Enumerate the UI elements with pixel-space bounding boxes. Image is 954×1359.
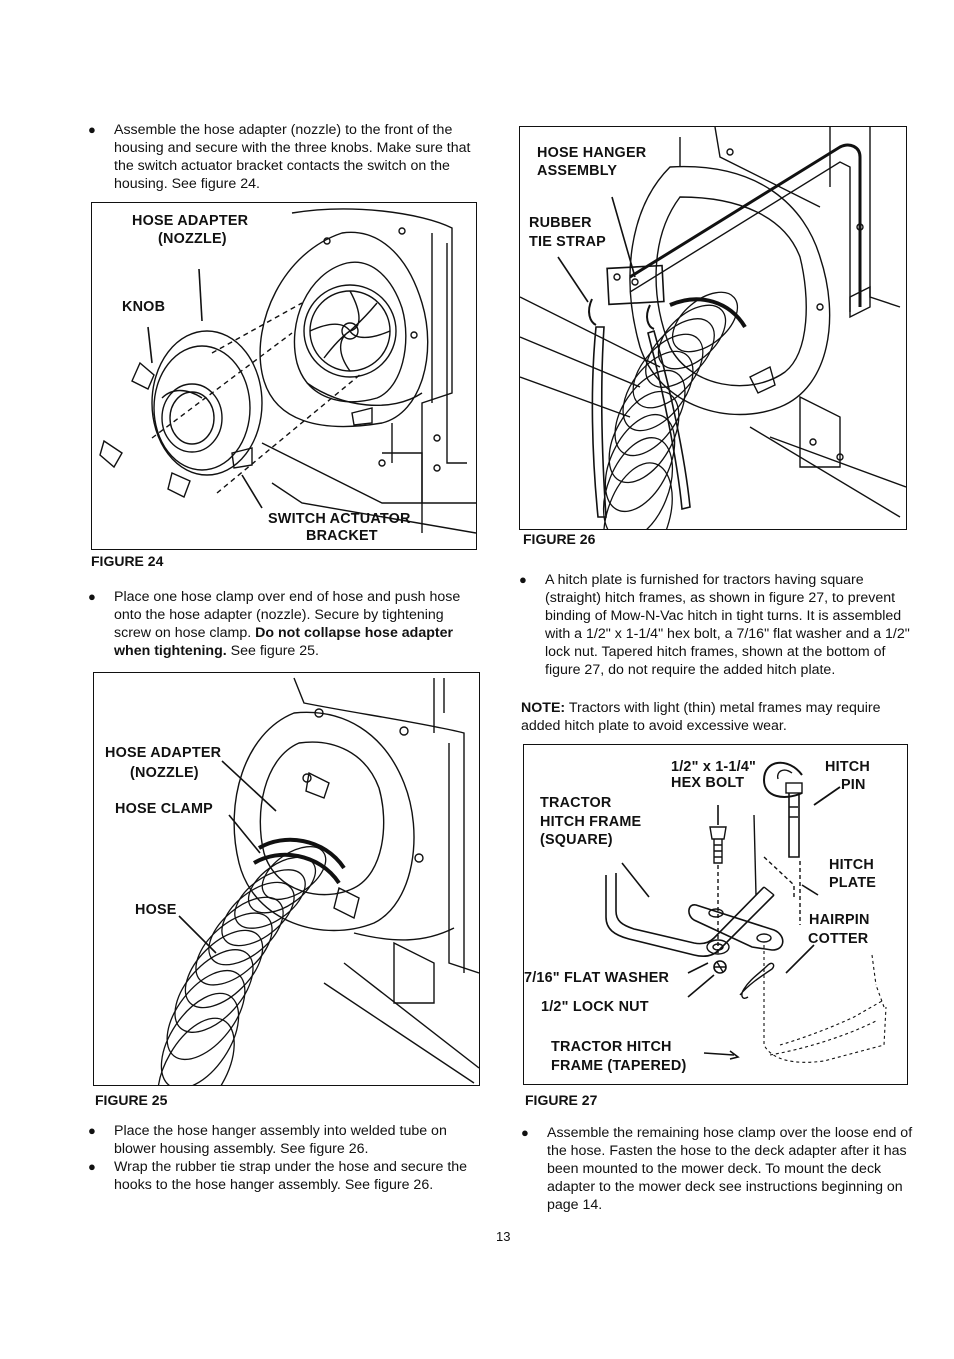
label-assembly: ASSEMBLY xyxy=(537,163,618,179)
figure-25-illustration xyxy=(157,677,479,1085)
label-nozzle: (NOZZLE) xyxy=(158,231,227,247)
label-hex-bolt: HEX BOLT xyxy=(671,775,745,791)
label-tie-strap: TIE STRAP xyxy=(529,234,606,250)
label-hose-hanger: HOSE HANGER xyxy=(537,145,647,161)
paragraph-text-end: See figure 25. xyxy=(226,643,319,659)
label-hitch-frame: HITCH FRAME xyxy=(540,814,642,830)
paragraph-text: Assemble the hose adapter (nozzle) to th… xyxy=(114,122,471,192)
warning-text: Do not collapse hose adapter when tighte… xyxy=(114,625,454,659)
label-hose-adapter: HOSE ADAPTER xyxy=(105,745,222,761)
figure-26-illustration xyxy=(520,127,906,529)
label-tractor: TRACTOR xyxy=(540,795,612,811)
label-hose-adapter: HOSE ADAPTER xyxy=(132,213,249,229)
paragraph-remaining-clamp: ● Assemble the remaining hose clamp over… xyxy=(521,1124,913,1214)
label-cotter: COTTER xyxy=(808,931,869,947)
label-hairpin: HAIRPIN xyxy=(809,912,870,928)
figure-26-caption: FIGURE 26 xyxy=(523,531,596,547)
label-hitch-plate-2: PLATE xyxy=(829,875,877,891)
figure-27: 1/2" x 1-1/4" HEX BOLT HITCH PIN TRACTOR… xyxy=(523,744,908,1085)
note-text: Tractors with light (thin) metal frames … xyxy=(521,700,881,734)
figure-25: HOSE ADAPTER (NOZZLE) HOSE CLAMP HOSE xyxy=(93,672,480,1086)
figure-24-caption: FIGURE 24 xyxy=(91,553,164,569)
label-hitch-plate-1: HITCH xyxy=(829,857,874,873)
note: NOTE: Tractors with light (thin) metal f… xyxy=(521,699,911,735)
label-bracket: BRACKET xyxy=(306,528,378,544)
label-square: (SQUARE) xyxy=(540,832,613,848)
label-pin: PIN xyxy=(841,777,866,793)
label-lock-nut: 1/2" LOCK NUT xyxy=(541,999,649,1015)
bullet: ● xyxy=(88,122,96,137)
label-switch-actuator: SWITCH ACTUATOR xyxy=(268,511,411,527)
bullet: ● xyxy=(88,1123,96,1138)
label-nozzle: (NOZZLE) xyxy=(130,765,199,781)
bullet: ● xyxy=(521,1125,529,1140)
paragraph-text: Wrap the rubber tie strap under the hose… xyxy=(114,1159,468,1193)
label-rubber: RUBBER xyxy=(529,215,592,231)
bullet: ● xyxy=(519,572,527,587)
figure-24: HOSE ADAPTER (NOZZLE) KNOB SWITCH ACTUAT… xyxy=(91,202,477,550)
paragraph-hose-adapter: ● Assemble the hose adapter (nozzle) to … xyxy=(88,121,480,193)
paragraph-text: Place one hose clamp over end of hose an… xyxy=(114,589,461,641)
bullet: ● xyxy=(88,1159,96,1174)
figure-27-illustration xyxy=(605,761,887,1063)
label-hitch: HITCH xyxy=(825,759,870,775)
label-frame-tapered: FRAME (TAPERED) xyxy=(551,1058,687,1074)
bullet: ● xyxy=(88,589,96,604)
note-label: NOTE: xyxy=(521,700,566,716)
paragraph-text: A hitch plate is furnished for tractors … xyxy=(545,572,910,678)
label-bolt-size: 1/2" x 1-1/4" xyxy=(671,759,757,775)
paragraph-hose-hanger: ● Place the hose hanger assembly into we… xyxy=(88,1122,480,1158)
label-hose: HOSE xyxy=(135,902,177,918)
paragraph-tie-strap: ● Wrap the rubber tie strap under the ho… xyxy=(88,1158,480,1194)
figure-25-caption: FIGURE 25 xyxy=(95,1092,168,1108)
figure-26: HOSE HANGER ASSEMBLY RUBBER TIE STRAP xyxy=(519,126,907,530)
label-flat-washer: 7/16" FLAT WASHER xyxy=(524,970,670,986)
paragraph-hitch-plate: ● A hitch plate is furnished for tractor… xyxy=(519,571,911,679)
label-knob: KNOB xyxy=(122,299,166,315)
paragraph-text: Assemble the remaining hose clamp over t… xyxy=(547,1125,913,1213)
page-number: 13 xyxy=(496,1229,511,1244)
figure-27-caption: FIGURE 27 xyxy=(525,1092,598,1108)
paragraph-hose-clamp: ● Place one hose clamp over end of hose … xyxy=(88,588,480,660)
paragraph-text: Place the hose hanger assembly into weld… xyxy=(114,1123,447,1157)
label-hose-clamp: HOSE CLAMP xyxy=(115,801,213,817)
figure-24-illustration xyxy=(99,208,476,534)
label-tractor-hitch: TRACTOR HITCH xyxy=(551,1039,672,1055)
